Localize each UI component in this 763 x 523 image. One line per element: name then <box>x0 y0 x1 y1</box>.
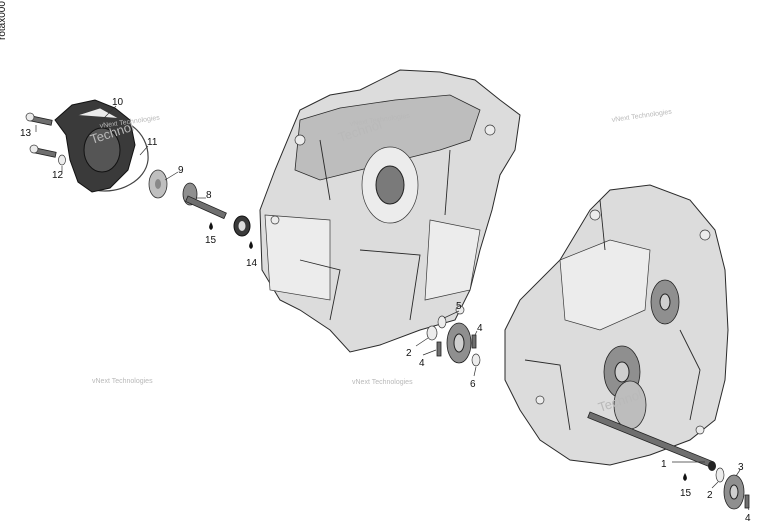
side-code-text: rotax000 <box>0 1 8 40</box>
lubricate-icon-14 <box>249 241 253 249</box>
callout-4-center: 4 <box>477 323 483 334</box>
pin-4-center <box>436 341 442 357</box>
shaft-1 <box>587 411 716 471</box>
washer-2-right <box>715 467 725 483</box>
washer-5 <box>437 315 447 329</box>
pump-cover-assembly <box>25 99 253 249</box>
callout-14: 14 <box>246 258 258 269</box>
balancer-gear-assembly <box>426 315 481 367</box>
gear-center <box>446 322 472 364</box>
leader-lines <box>35 105 750 511</box>
callout-4-lower: 4 <box>419 358 425 369</box>
bolt-lower <box>29 144 57 158</box>
crankcase-half-right <box>504 184 729 466</box>
callout-15-left: 15 <box>205 235 217 246</box>
callout-4-far-right: 4 <box>745 513 751 523</box>
callout-numbers: 10 11 13 12 9 8 15 14 5 4 2 4 6 1 3 15 2… <box>20 97 751 523</box>
watermark-5: vNext Technologies <box>352 379 413 386</box>
callout-15-right: 15 <box>680 488 692 499</box>
gear-upper-right <box>650 279 680 325</box>
washer-2-center <box>426 325 438 341</box>
callout-3: 3 <box>738 462 744 473</box>
gear-3 <box>723 474 745 510</box>
lubricate-icon-15-right <box>683 473 687 481</box>
lubricate-icon-15-left <box>209 222 213 230</box>
callout-8: 8 <box>206 190 212 201</box>
pump-shaft-8 <box>182 182 227 220</box>
callout-5: 5 <box>456 301 462 312</box>
washer-12 <box>58 154 66 166</box>
washer-6 <box>471 353 481 367</box>
watermark-3: vNext Technologies <box>611 109 672 124</box>
callout-13: 13 <box>20 128 32 139</box>
callout-10: 10 <box>112 97 124 108</box>
pin-4-right <box>471 334 477 349</box>
callout-11: 11 <box>147 137 158 148</box>
callout-9: 9 <box>178 165 184 176</box>
watermark-4: vNext Technologies <box>92 378 153 385</box>
crankcase-half-left <box>259 69 521 353</box>
callout-6: 6 <box>470 379 476 390</box>
callout-1: 1 <box>661 459 667 470</box>
bolt-upper <box>25 112 53 126</box>
callout-12: 12 <box>52 170 64 181</box>
callout-2-right: 2 <box>707 490 713 501</box>
callout-2-center: 2 <box>406 348 412 359</box>
pin-4-far-right <box>744 494 750 509</box>
